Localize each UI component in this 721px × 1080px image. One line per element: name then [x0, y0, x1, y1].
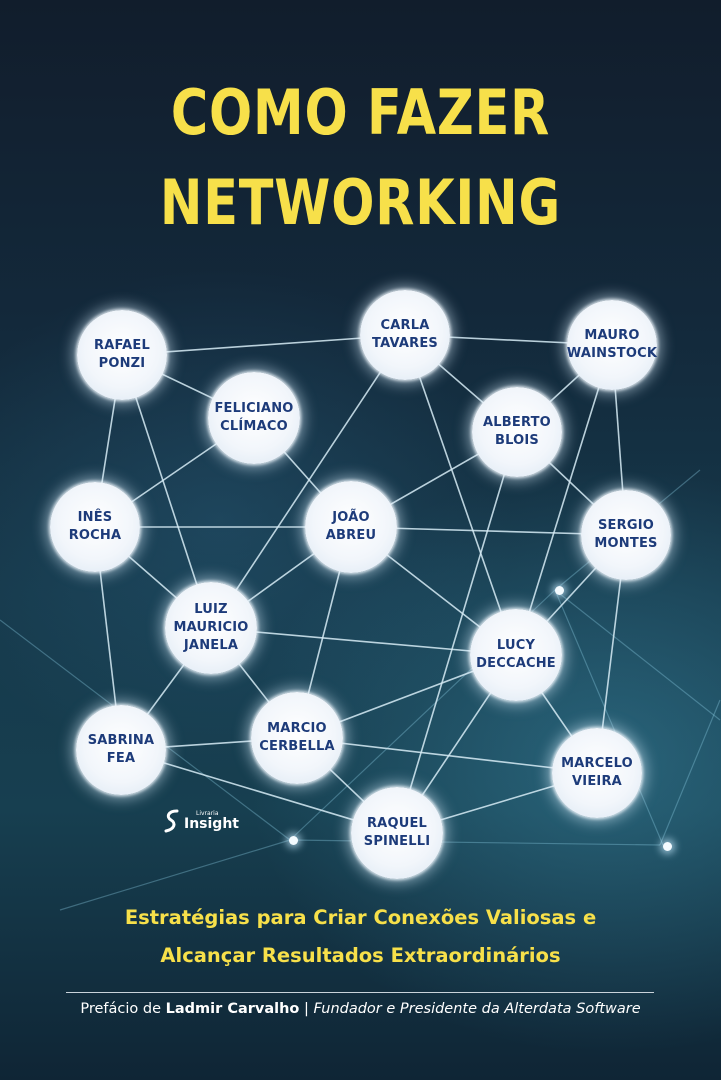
person-name: MAURO WAINSTOCK	[566, 328, 658, 361]
title-line-1: COMO FAZER	[170, 76, 551, 149]
glow-line	[554, 589, 664, 846]
connection-line	[120, 749, 398, 834]
preface-author: Ladmir Carvalho	[165, 1001, 300, 1017]
connection-line	[210, 627, 517, 656]
person-node-sabrina: SABRINA FEA	[76, 705, 166, 795]
swirl-s-logo-icon	[164, 809, 179, 833]
person-name: SABRINA FEA	[87, 733, 155, 766]
person-node-joao: JOÃO ABREU	[305, 481, 397, 573]
person-name: MARCIO CERBELLA	[259, 721, 335, 754]
person-node-marcio: MARCIO CERBELLA	[251, 692, 343, 784]
person-node-carla: CARLA TAVARES	[360, 290, 450, 380]
connection-line	[296, 737, 598, 774]
glow-dot	[555, 586, 564, 595]
person-node-sergio: SERGIO MONTES	[581, 490, 671, 580]
connection-line	[210, 334, 406, 629]
connection-line	[515, 344, 613, 656]
connection-line	[121, 354, 212, 629]
person-name: RAQUEL SPINELLI	[363, 816, 431, 849]
subtitle-line-1: Estratégias para Criar Conexões Valiosas…	[124, 906, 597, 929]
preface-separator: |	[304, 1001, 309, 1017]
person-name: JOÃO ABREU	[325, 510, 377, 543]
glow-dot	[663, 842, 672, 851]
publisher-label: Livraria	[196, 810, 219, 817]
person-name: CARLA TAVARES	[372, 318, 438, 351]
person-node-rafael: RAFAEL PONZI	[77, 310, 167, 400]
person-name: ALBERTO BLOIS	[483, 415, 551, 448]
preface-role: Fundador e Presidente da Alterdata Softw…	[313, 1001, 641, 1017]
person-node-alberto: ALBERTO BLOIS	[472, 387, 562, 477]
connection-line	[404, 334, 517, 656]
title-line-2: NETWORKING	[159, 166, 562, 239]
glow-line	[554, 589, 721, 721]
person-name: RAFAEL PONZI	[94, 338, 150, 371]
person-name: MARCELO VIEIRA	[561, 756, 633, 789]
connection-line	[396, 431, 518, 834]
person-node-marcelo: MARCELO VIEIRA	[552, 728, 642, 818]
publisher-name: Insight	[184, 816, 239, 832]
subtitle-line-2: Alcançar Resultados Extraordinários	[160, 944, 561, 967]
publisher-logo: Livraria Insight	[162, 808, 239, 834]
preface-prefix: Prefácio de	[80, 1001, 162, 1017]
person-node-mauro: MAURO WAINSTOCK	[567, 300, 657, 390]
person-node-feliciano: FELICIANO CLÍMACO	[208, 372, 300, 464]
person-name: INÊS ROCHA	[68, 510, 122, 543]
person-node-lucy: LUCY DECCACHE	[470, 609, 562, 701]
glow-line	[59, 839, 291, 911]
glow-line	[289, 839, 661, 846]
person-node-luiz: LUIZ MAURICIO JANELA	[165, 582, 257, 674]
connection-line	[121, 334, 406, 356]
person-node-raquel: RAQUEL SPINELLI	[351, 787, 443, 879]
glow-line	[659, 699, 721, 846]
glow-dot	[289, 836, 298, 845]
preface-credit: Prefácio de Ladmir Carvalho | Fundador e…	[0, 1001, 721, 1017]
person-name: FELICIANO CLÍMACO	[214, 401, 294, 434]
person-name: SERGIO MONTES	[594, 518, 658, 551]
divider	[66, 992, 654, 993]
person-name: LUCY DECCACHE	[476, 638, 556, 671]
person-node-ines: INÊS ROCHA	[50, 482, 140, 572]
person-name: LUIZ MAURICIO JANELA	[173, 602, 249, 653]
